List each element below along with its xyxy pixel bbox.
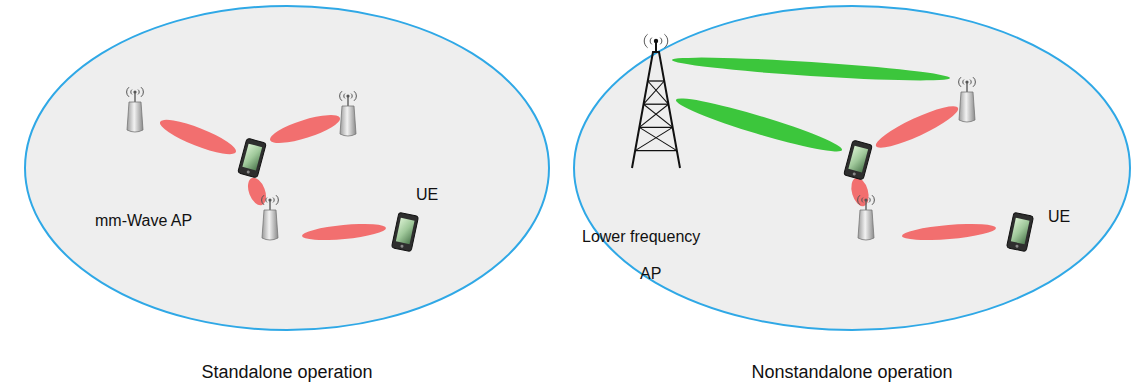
beam bbox=[244, 175, 269, 208]
signal-arc bbox=[266, 198, 267, 203]
ap-body bbox=[340, 106, 356, 136]
antenna-tip bbox=[864, 198, 867, 201]
ap-label: AP bbox=[640, 265, 661, 283]
signal-arc bbox=[664, 34, 667, 47]
tower-brace bbox=[648, 81, 669, 104]
tower-brace bbox=[639, 127, 677, 150]
phone-icon bbox=[238, 138, 267, 178]
phone-icon bbox=[1006, 212, 1033, 251]
beam bbox=[301, 221, 386, 243]
ap-body bbox=[959, 92, 975, 122]
phone-icon bbox=[391, 212, 418, 251]
phone-button bbox=[852, 172, 856, 176]
signal-arc bbox=[869, 198, 870, 203]
signal-arc bbox=[959, 77, 961, 87]
antenna-tip bbox=[133, 90, 136, 93]
phone-screen bbox=[848, 146, 868, 173]
beam bbox=[872, 100, 962, 154]
tower-brace bbox=[639, 104, 668, 127]
phone-icon bbox=[844, 140, 873, 180]
signal-arc bbox=[644, 34, 647, 47]
region-ellipse bbox=[25, 6, 549, 330]
phone-button bbox=[1015, 244, 1019, 248]
beam bbox=[901, 221, 996, 243]
mmwave-ap-icon bbox=[959, 77, 976, 122]
tower-frame bbox=[632, 52, 680, 168]
signal-arc bbox=[276, 195, 278, 205]
tower-mast bbox=[655, 42, 657, 52]
signal-arc bbox=[862, 198, 863, 203]
antenna-tip bbox=[268, 198, 271, 201]
signal-arc bbox=[970, 80, 971, 85]
tower-icon bbox=[632, 34, 680, 168]
antenna-tip bbox=[965, 80, 968, 83]
signal-arc bbox=[262, 195, 264, 205]
beam bbox=[672, 53, 951, 85]
phone-screen bbox=[1011, 218, 1030, 244]
ap-body bbox=[858, 210, 874, 240]
signal-arc bbox=[973, 77, 975, 87]
tower-tip bbox=[654, 39, 658, 43]
signal-arc bbox=[354, 91, 356, 101]
tower-brace bbox=[635, 127, 673, 150]
tower-brace bbox=[644, 81, 665, 104]
panel-caption: Nonstandalone operation bbox=[751, 362, 952, 383]
signal-arc bbox=[872, 195, 874, 205]
beam bbox=[267, 109, 342, 148]
tower-strut bbox=[635, 150, 677, 151]
mmwave-ap-icon bbox=[262, 195, 279, 240]
ue-label: UE bbox=[416, 186, 438, 204]
phone-body bbox=[238, 138, 267, 178]
phone-body bbox=[1006, 212, 1033, 251]
phone-screen bbox=[396, 218, 415, 244]
region-ellipse bbox=[574, 6, 1130, 330]
beam bbox=[157, 114, 240, 161]
mmwave-ap-icon bbox=[340, 91, 357, 136]
beam bbox=[673, 91, 844, 158]
signal-arc bbox=[344, 94, 345, 99]
phone-body bbox=[391, 212, 418, 251]
ap-body bbox=[262, 210, 278, 240]
tower-strut bbox=[648, 80, 665, 81]
signal-arc bbox=[340, 91, 342, 101]
phone-button bbox=[400, 244, 404, 248]
antenna-tip bbox=[346, 94, 349, 97]
signal-arc bbox=[141, 87, 143, 97]
signal-arc bbox=[131, 90, 132, 95]
phone-screen bbox=[242, 144, 262, 171]
phone-button bbox=[246, 170, 250, 174]
mmwave-ap-icon bbox=[858, 195, 875, 240]
ue-label: UE bbox=[1048, 208, 1070, 226]
signal-arc bbox=[660, 38, 662, 45]
tower-strut bbox=[639, 127, 672, 128]
signal-arc bbox=[963, 80, 964, 85]
ap-label: mm-Wave AP bbox=[95, 212, 192, 230]
signal-arc bbox=[858, 195, 860, 205]
beam bbox=[848, 176, 871, 208]
signal-arc bbox=[127, 87, 129, 97]
signal-arc bbox=[650, 38, 652, 45]
signal-arc bbox=[273, 198, 274, 203]
mmwave-ap-icon bbox=[127, 87, 144, 132]
phone-body bbox=[844, 140, 873, 180]
signal-arc bbox=[351, 94, 352, 99]
tower-strut bbox=[644, 104, 669, 105]
ap-label: Lower frequency bbox=[582, 228, 700, 246]
signal-arc bbox=[138, 90, 139, 95]
panel-caption: Standalone operation bbox=[201, 362, 372, 383]
tower-brace bbox=[644, 104, 673, 127]
ap-body bbox=[127, 102, 143, 132]
